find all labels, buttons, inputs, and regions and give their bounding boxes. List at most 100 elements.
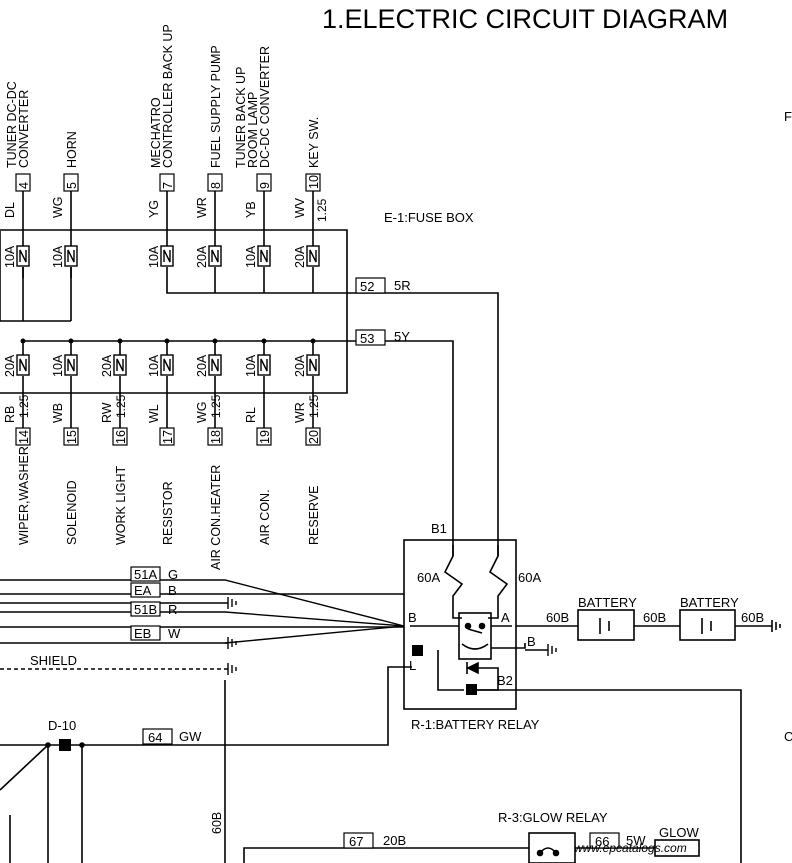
- w64-no: 64: [148, 730, 162, 745]
- fuse-wire-sub-18: 1.25: [209, 394, 223, 418]
- fuse-bus-lines: [23, 278, 499, 556]
- fuse-load-14: WIPER,WASHER: [17, 446, 31, 545]
- cable-no-51B: 51B: [134, 602, 157, 617]
- fuse-rating-10: 20A: [293, 245, 307, 268]
- cable-ground-icons: [227, 597, 237, 675]
- w64-wire: GW: [179, 729, 202, 744]
- relay-l-connector: [412, 645, 423, 656]
- fuse-no-7: 7: [161, 182, 175, 189]
- fuse-no-16: 16: [114, 430, 128, 444]
- b2-wire: [477, 689, 742, 863]
- fuse-symbol-17: [160, 354, 174, 376]
- fuse-wire-8: WR: [195, 197, 209, 218]
- fuse-wire-9: YB: [244, 201, 258, 218]
- relay-fuse-right: 60A: [518, 570, 541, 585]
- fuse-wire-14: RB: [3, 406, 17, 423]
- edge-letter-top: F: [784, 109, 792, 124]
- cable-lines: [0, 579, 405, 644]
- fuse-wire-17: WL: [147, 404, 161, 423]
- fuse-load-4-0: TUNER DC-DC: [5, 81, 19, 168]
- w67-no: 67: [349, 834, 363, 849]
- fuse-load-7-1: CONTROLLER BACK UP: [161, 24, 175, 168]
- battery-wire-3: 60B: [741, 610, 764, 625]
- relay-label: R-1:BATTERY RELAY: [411, 717, 540, 732]
- fuse-symbol-4: [16, 245, 30, 267]
- fuse-wire-10: WV: [293, 197, 307, 218]
- fuse-load-9-1: ROOM LAMP: [246, 92, 260, 168]
- battery-chain: [516, 609, 781, 641]
- d10-wiring: [0, 666, 412, 863]
- fuse-wire-7: YG: [147, 200, 161, 218]
- relay-ground-icon: [525, 644, 557, 656]
- battery-relay: [403, 539, 526, 710]
- fuse-load-16: WORK LIGHT: [114, 465, 128, 545]
- fuse-load-5-0: HORN: [65, 131, 79, 168]
- fuse-rating-8: 20A: [195, 245, 209, 268]
- fuse-wire-16: RW: [100, 402, 114, 423]
- fuse-symbol-18: [208, 354, 222, 376]
- fuse-no-20: 20: [307, 430, 321, 444]
- fuse-wire-sub-14: 1.25: [17, 394, 31, 418]
- fuse-load-19: AIR CON.: [258, 489, 272, 545]
- relay-a: A: [501, 610, 510, 625]
- fuse-load-20: RESERVE: [307, 485, 321, 545]
- battery-1-label: BATTERY: [578, 595, 637, 610]
- w60b-label: 60B: [210, 812, 224, 834]
- w67-wire: 20B: [383, 833, 406, 848]
- d10-label: D-10: [48, 718, 76, 733]
- fuse-wire-sub-20: 1.25: [307, 394, 321, 418]
- fuse-load-10-0: KEY SW.: [307, 117, 321, 168]
- fuse-no-8: 8: [209, 182, 223, 189]
- fuse-rating-16: 20A: [100, 354, 114, 377]
- fuse-symbol-20: [306, 354, 320, 376]
- cable-wire-51B: R: [168, 602, 177, 617]
- w66-no: 66: [595, 834, 609, 849]
- fuse-rating-9: 10A: [244, 245, 258, 268]
- fuse-wire-20: WR: [293, 402, 307, 423]
- glow-relay-label: R-3:GLOW RELAY: [498, 810, 608, 825]
- glow-label: GLOW: [659, 825, 699, 840]
- fuse-load-7-0: MECHATRO: [149, 97, 163, 168]
- fuse-rating-15: 10A: [51, 354, 65, 377]
- fuse-no-5: 5: [65, 182, 79, 189]
- fuse-symbol-10: [306, 245, 320, 267]
- shield-label: SHIELD: [30, 653, 77, 668]
- fuse-rating-20: 20A: [293, 354, 307, 377]
- battery-wire-2: 60B: [643, 610, 666, 625]
- cable-51B: 51B R: [130, 601, 177, 617]
- fuse-box-outline: [0, 229, 348, 394]
- relay-b1: B1: [431, 521, 447, 536]
- fuse-wire-5: WG: [51, 196, 65, 218]
- fuse-load-17: RESISTOR: [161, 481, 175, 545]
- fuse-rating-4: 10A: [3, 245, 17, 268]
- d10-connector: [59, 739, 71, 751]
- cable-no-EB: EB: [134, 626, 151, 641]
- fuse-wire-4: DL: [3, 202, 17, 218]
- fuse-load-9-2: DC-DC CONVERTER: [258, 46, 272, 168]
- relay-ground-b: B: [527, 634, 536, 649]
- relay-b2: B2: [497, 673, 513, 688]
- edge-letter-bottom: C: [784, 729, 792, 744]
- relay-fuse-left: 60A: [417, 570, 440, 585]
- fuse-rating-19: 10A: [244, 354, 258, 377]
- fuse-wire-19: RL: [244, 407, 258, 423]
- fuse-no-17: 17: [161, 430, 175, 444]
- fuse-no-19: 19: [258, 430, 272, 444]
- feed-53: 53 5Y: [355, 329, 410, 346]
- w66-wire: 5W: [626, 833, 646, 848]
- fuse-wire-sub-16: 1.25: [114, 394, 128, 418]
